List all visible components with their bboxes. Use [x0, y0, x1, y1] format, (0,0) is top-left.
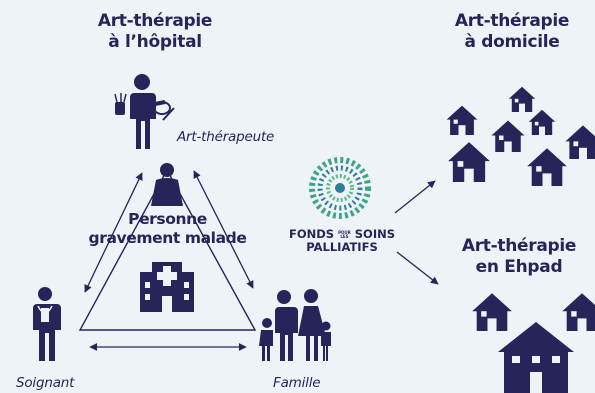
caregiver-icon [33, 287, 61, 361]
arrow-to-ehpad [396, 251, 439, 285]
art-therapist-icon [114, 74, 175, 149]
hospital-title-line2: à l’hôpital [108, 32, 202, 52]
arrow-to-home [394, 180, 436, 214]
ehpad-buildings-icon [472, 293, 595, 393]
hospital-title: Art-thérapie à l’hôpital [85, 11, 225, 53]
art-therapist-label: Art-thérapeute [177, 129, 275, 145]
patient-label-line1: Personne [128, 210, 207, 228]
logo-small-les: LES [340, 233, 349, 239]
home-title: Art-thérapie à domicile [442, 11, 582, 53]
fonds-soins-palliatifs-logo-icon [309, 157, 371, 219]
arrow-caregiver-therapist [84, 172, 143, 293]
hospital-title-line1: Art-thérapie [97, 11, 213, 31]
family-icon [259, 289, 331, 361]
logo-word-palliatifs: PALLIATIFS [306, 240, 378, 254]
family-label: Famille [273, 375, 321, 391]
home-houses-icon [446, 86, 595, 186]
logo-word-fonds: FONDS [288, 227, 335, 241]
logo-small-pour: POUR [338, 229, 351, 235]
caregiver-label: Soignant [16, 375, 75, 391]
home-title-line1: Art-thérapie [454, 11, 570, 31]
ehpad-title-line2: en Ehpad [475, 257, 563, 277]
patient-icon [151, 163, 183, 206]
logo-word-soins: SOINS [354, 227, 396, 241]
ehpad-title: Art-thérapie en Ehpad [449, 236, 589, 278]
home-title-line2: à domicile [464, 32, 560, 52]
hospital-icon [140, 262, 194, 312]
logo-text: FONDS POUR LES SOINS PALLIATIFS [282, 228, 402, 254]
arrow-family-therapist [193, 170, 254, 289]
ehpad-title-line1: Art-thérapie [461, 236, 577, 256]
